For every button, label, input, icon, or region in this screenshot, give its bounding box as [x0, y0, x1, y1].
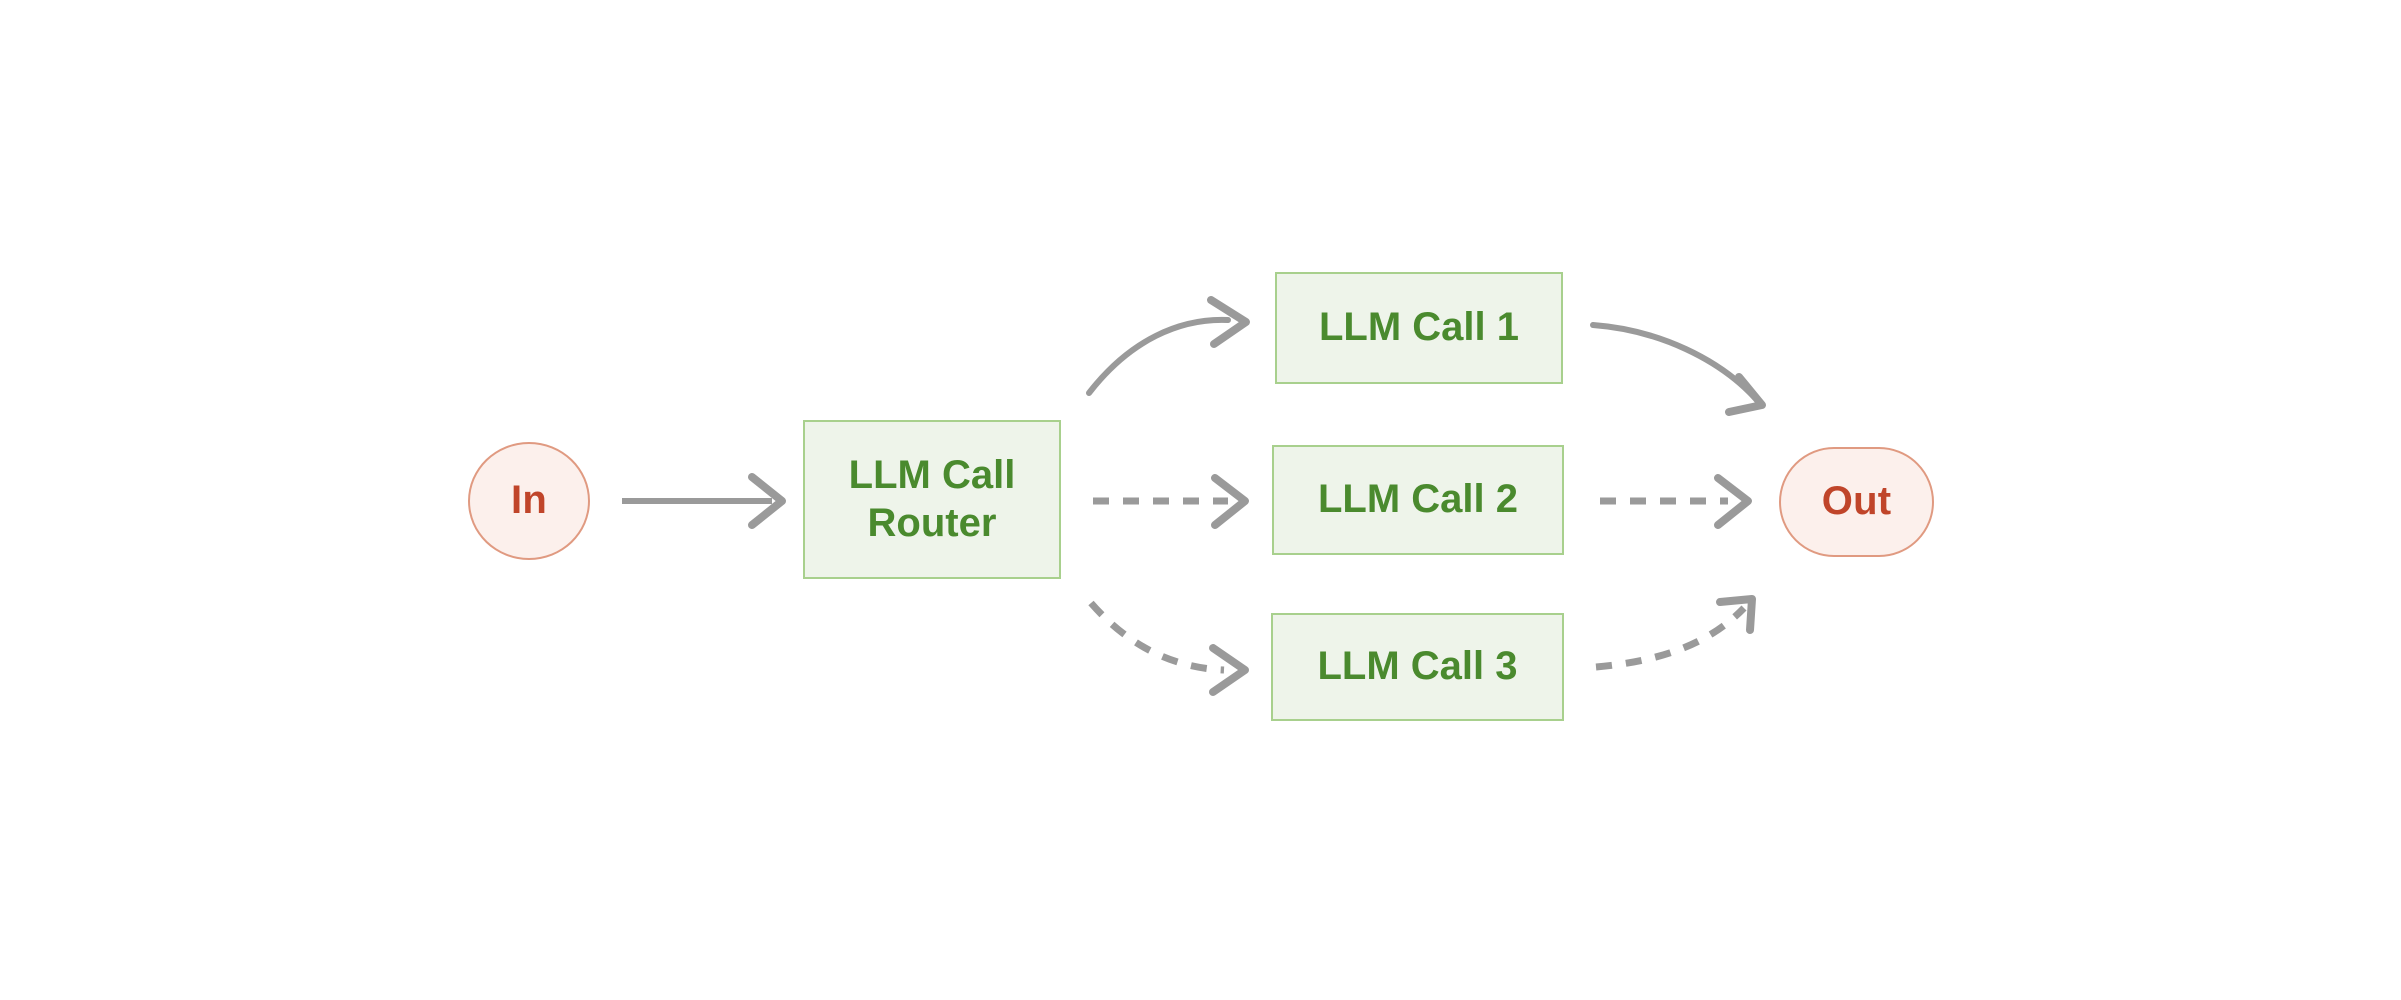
node-out[interactable]: Out [1779, 447, 1934, 557]
node-out-label: Out [1821, 479, 1892, 524]
edge-router-to-call-3 [1088, 600, 1249, 696]
node-llm-call-2[interactable]: LLM Call 2 [1272, 445, 1564, 555]
edge-call-3-to-out [1595, 595, 1756, 671]
node-llm-call-1[interactable]: LLM Call 1 [1275, 272, 1563, 384]
edge-router-to-call-1 [1086, 296, 1250, 396]
edge-call-2-to-out [1600, 474, 1752, 529]
node-in-label: In [511, 478, 547, 523]
node-llm-call-router-label: LLM Call Router [848, 453, 1016, 545]
edge-router-to-call-2 [1093, 474, 1249, 529]
edge-call-1-to-out [1590, 322, 1766, 416]
node-llm-call-1-label: LLM Call 1 [1318, 305, 1520, 350]
node-llm-call-router[interactable]: LLM Call Router [803, 420, 1061, 579]
node-in[interactable]: In [468, 442, 590, 560]
node-llm-call-3-label: LLM Call 3 [1317, 644, 1518, 689]
node-llm-call-3[interactable]: LLM Call 3 [1271, 613, 1564, 721]
node-llm-call-2-label: LLM Call 2 [1317, 477, 1519, 522]
edge-in-to-router [622, 473, 786, 529]
